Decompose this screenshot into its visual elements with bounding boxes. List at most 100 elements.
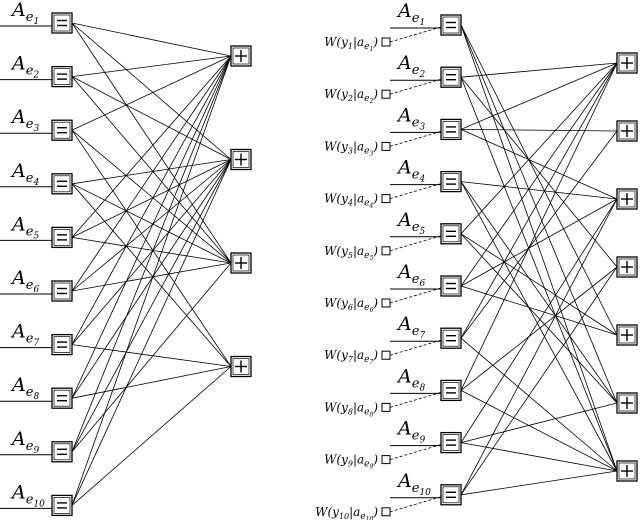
observation-node <box>381 89 391 99</box>
right-observation-link <box>389 78 442 95</box>
left-edge <box>71 344 232 367</box>
observation-node <box>381 194 391 204</box>
observation-label: W(y8|ae8) <box>324 400 378 418</box>
left-edge <box>71 129 232 264</box>
right-edge <box>460 24 618 404</box>
observation-label: W(y4|ae4) <box>324 192 378 210</box>
right-edge <box>460 129 618 200</box>
right-edge <box>460 62 618 339</box>
observation-label: W(y7|ae7) <box>324 348 378 366</box>
left-edge <box>71 262 232 292</box>
right-observation-link <box>389 287 442 304</box>
right-edge <box>460 24 618 336</box>
left-check-node <box>230 148 252 171</box>
observation-node <box>381 455 391 465</box>
right-edges <box>460 24 618 496</box>
right-variable-node <box>440 170 462 193</box>
left-edge <box>71 237 232 264</box>
left-edge <box>71 159 232 452</box>
right-variable-label: Ae2 <box>396 52 425 80</box>
right-edge <box>460 62 618 235</box>
right-variable-node <box>440 327 462 349</box>
left-edge <box>71 76 232 160</box>
right-variable-node <box>440 223 462 245</box>
right-variable-label: Ae5 <box>396 209 425 237</box>
observation-node <box>381 507 391 517</box>
left-edge <box>71 55 232 506</box>
observation-node <box>381 37 391 47</box>
right-observation-link <box>389 339 442 356</box>
left-edge <box>71 55 232 292</box>
right-observation-link <box>389 26 442 43</box>
left-edge <box>71 22 232 264</box>
observation-node <box>381 141 391 151</box>
left-variable-label: Ae1 <box>10 0 39 27</box>
left-variable-label: Ae2 <box>10 53 39 81</box>
right-edge <box>460 337 618 472</box>
observation-label: W(y2|ae2) <box>324 87 378 105</box>
right-edge <box>460 442 618 472</box>
left-edge <box>71 22 232 160</box>
left-edge <box>71 159 232 238</box>
right-edge <box>460 233 618 404</box>
left-variable-label: Ae8 <box>10 374 39 402</box>
left-edge <box>71 129 232 367</box>
right-check-node <box>616 120 638 142</box>
right-variable-label: Ae7 <box>396 313 425 341</box>
right-edge <box>460 470 618 496</box>
left-variable-node <box>51 226 73 249</box>
left-variable-node <box>51 280 73 302</box>
right-observation-link <box>389 183 442 199</box>
right-check-node <box>616 324 638 346</box>
left-edge <box>71 159 232 345</box>
right-edge <box>460 233 618 336</box>
right-factor-graph: Ae1W(y1|ae1)Ae2W(y2|ae2)Ae3W(y3|ae3)Ae4W… <box>315 0 638 520</box>
observation-node <box>381 246 391 256</box>
right-variable-label: Ae1 <box>396 0 425 28</box>
left-edge <box>71 159 232 506</box>
left-variable-node <box>51 494 73 517</box>
right-edge <box>460 181 618 200</box>
observation-label: W(y1|ae1) <box>324 35 378 53</box>
left-variable-label: Ae5 <box>10 213 39 241</box>
right-variable-node <box>440 431 462 454</box>
right-check-node <box>616 460 638 482</box>
right-edge <box>460 129 618 132</box>
right-edge <box>460 266 618 496</box>
right-variable-node <box>440 118 462 141</box>
right-edge <box>460 62 618 391</box>
right-observation-link <box>389 131 442 147</box>
left-edge <box>71 262 232 453</box>
right-edge <box>460 181 618 404</box>
right-edge <box>460 285 618 336</box>
left-variable-label: Ae6 <box>10 267 39 295</box>
left-edges <box>71 22 232 506</box>
right-edge <box>460 198 618 495</box>
right-edge <box>460 62 618 78</box>
right-variable-node <box>440 66 462 88</box>
left-variable-label: Ae4 <box>10 160 39 188</box>
right-check-node <box>616 188 638 210</box>
right-edge <box>460 266 618 391</box>
right-edge <box>460 198 618 443</box>
right-variable-label: Ae3 <box>396 104 425 132</box>
left-edge <box>71 22 232 57</box>
right-edge <box>460 77 618 472</box>
right-edge <box>460 62 618 287</box>
left-variable-node <box>51 173 73 195</box>
left-check-node <box>230 355 252 378</box>
left-edge <box>71 55 232 345</box>
right-edge <box>460 402 618 443</box>
right-variable-label: Ae4 <box>396 157 425 185</box>
observation-label: W(y5|ae5) <box>324 244 378 262</box>
left-variable-label: Ae10 <box>10 481 45 509</box>
left-edge <box>71 366 232 506</box>
right-edge <box>460 62 618 130</box>
right-observation-link <box>389 392 442 408</box>
right-check-node <box>616 52 638 74</box>
left-edge <box>71 159 232 292</box>
left-variable-node <box>51 65 73 88</box>
left-variable-node <box>51 387 73 409</box>
